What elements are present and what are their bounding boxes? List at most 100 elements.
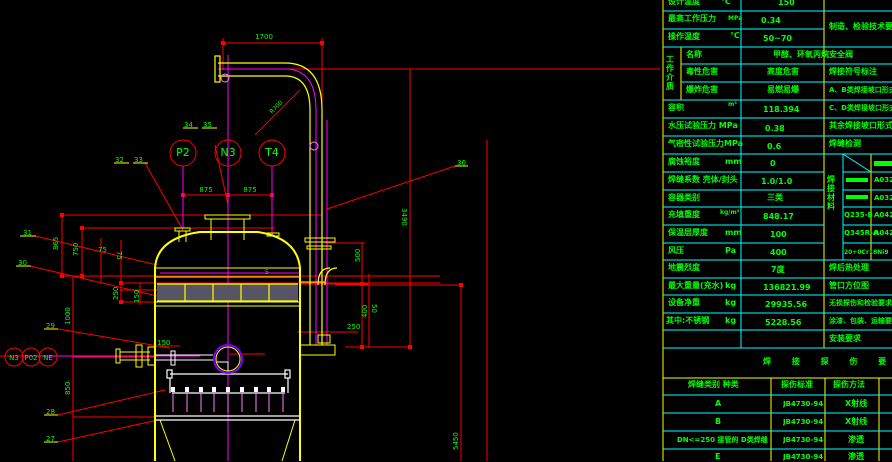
row-remark: A、B类焊接坡口形式 <box>829 86 892 94</box>
ndt-header: 探伤标准 <box>781 380 813 389</box>
row-value: 易燃易爆 <box>767 85 799 94</box>
svg-text:150: 150 <box>133 290 141 303</box>
ndt-header: 焊缝类别 种类 <box>688 380 739 389</box>
row-value: 400 <box>770 248 787 257</box>
row-unit: Pa <box>725 246 737 255</box>
row-value: 甲醇、环氧丙烷 <box>773 50 829 59</box>
weld-material-header: 焊接材料 <box>827 175 835 211</box>
svg-text:N3: N3 <box>220 146 235 159</box>
row-remark: 安装要求 <box>829 334 861 343</box>
row-label: 气密性试验压力MPa <box>668 139 744 148</box>
row-unit: ℃ <box>721 0 731 6</box>
weld-material-left: Q235-B <box>844 211 873 219</box>
row-unit: kg/m³ <box>720 209 740 216</box>
ndt-type: B <box>715 417 722 426</box>
row-label: 操作温度 <box>668 32 700 41</box>
svg-text:400: 400 <box>361 305 369 318</box>
ndt-standard: JB4730-94 <box>783 453 824 461</box>
row-value: 100 <box>770 230 787 239</box>
distributor-heads <box>171 387 285 392</box>
weld-material-left: 20+0Cr18Ni9 <box>844 249 889 256</box>
row-value: 848.17 <box>763 212 794 221</box>
svg-text:27: 27 <box>46 435 55 443</box>
row-unit: MPa <box>728 15 743 22</box>
svg-text:29: 29 <box>46 322 55 330</box>
spec-table-grid <box>662 0 892 461</box>
ndt-method: X射线 <box>845 399 868 408</box>
row-label: 风压 <box>668 246 684 255</box>
weld-material-right: A032 <box>874 176 892 184</box>
row-remark: 管口方位图 <box>829 281 869 290</box>
svg-text:1700: 1700 <box>255 33 273 41</box>
row-label: 地震烈度 <box>668 263 700 272</box>
svg-text:N3: N3 <box>9 354 19 362</box>
manhole-icon <box>213 344 243 374</box>
row-unit: m³ <box>728 101 737 108</box>
ndt-method: 渗透 <box>848 435 864 444</box>
ndt-type: DN<=250 接管的 D类焊缝 <box>677 436 768 444</box>
svg-text:865: 865 <box>52 237 60 250</box>
spec-table: 设计温度 ℃ 150 最高工作压力 MPa 0.34 制造、检验技术要求 操作温… <box>663 0 892 461</box>
row-label: 保温层厚度 <box>668 228 708 237</box>
row-value: 29935.56 <box>765 300 808 309</box>
center-lines <box>30 55 328 461</box>
svg-text:50: 50 <box>370 304 378 313</box>
ndt-type: A <box>715 399 722 408</box>
svg-text:875: 875 <box>199 186 212 194</box>
row-label: 充填重度 <box>668 210 700 219</box>
row-value: 118.394 <box>763 105 800 114</box>
row-value: 0 <box>770 159 776 168</box>
row-remark: 安全阀 <box>829 50 853 59</box>
svg-text:31: 31 <box>23 229 32 237</box>
row-value: 150 <box>778 0 795 7</box>
packing-bed <box>157 283 298 302</box>
row-label: 容器类别 <box>668 193 700 202</box>
row-label: 设备净重 <box>668 298 700 307</box>
svg-text:1000: 1000 <box>64 307 72 325</box>
row-label: 爆炸危害 <box>686 85 718 94</box>
row-label: 名称 <box>686 50 702 59</box>
vessel-shell <box>154 231 301 461</box>
weld-material-right: A042 <box>874 229 892 237</box>
row-label: 毒性危害 <box>686 67 718 76</box>
inlet-pipe <box>155 350 213 366</box>
row-remark: 其余焊接坡口形式 <box>829 121 892 130</box>
row-value: 136821.99 <box>763 283 811 292</box>
row-label: 其中:不锈钢 <box>666 316 710 325</box>
nozzle-tags-side <box>4 347 58 367</box>
row-unit: kg <box>725 316 737 325</box>
svg-text:36: 36 <box>457 159 466 167</box>
svg-text:34: 34 <box>184 121 193 129</box>
vessel-details <box>115 214 325 461</box>
svg-text:P02: P02 <box>24 354 37 362</box>
row-unit: ℃ <box>730 31 740 40</box>
svg-text:850: 850 <box>64 382 72 395</box>
svg-text:250: 250 <box>112 287 120 300</box>
ndt-method: 渗透 <box>848 452 864 461</box>
row-value: 0.6 <box>767 142 782 151</box>
row-label: 水压试验压力 MPa <box>668 121 738 130</box>
row-unit: kg <box>725 298 737 307</box>
row-remark: C、D类焊接坡口形式 <box>829 104 892 112</box>
svg-text:NE: NE <box>43 354 53 362</box>
row-remark: 焊后热处理 <box>829 263 869 272</box>
svg-text:500: 500 <box>354 249 362 262</box>
svg-text:P2: P2 <box>176 146 190 159</box>
callout-underlines <box>16 127 468 443</box>
svg-text:32: 32 <box>115 156 124 164</box>
row-remark: 焊缝检测 <box>829 139 861 148</box>
row-value: 三类 <box>767 193 783 202</box>
row-label: 容积 <box>668 103 684 112</box>
row-value: 7度 <box>771 265 785 274</box>
distributor-legs <box>172 390 284 412</box>
row-label: 设计温度 <box>668 0 700 6</box>
row-label: 腐蚀裕度 <box>668 157 700 166</box>
ndt-standard: JB4730-94 <box>783 436 824 444</box>
nozzle-tags-top <box>169 139 286 167</box>
row-unit: mm <box>725 228 742 237</box>
svg-text:875: 875 <box>243 186 256 194</box>
row-remark: 涂漆、包装、运输要求 <box>829 317 892 325</box>
ndt-title: 焊 接 探 伤 要 求 <box>763 357 892 366</box>
row-value: 50~70 <box>763 34 792 43</box>
